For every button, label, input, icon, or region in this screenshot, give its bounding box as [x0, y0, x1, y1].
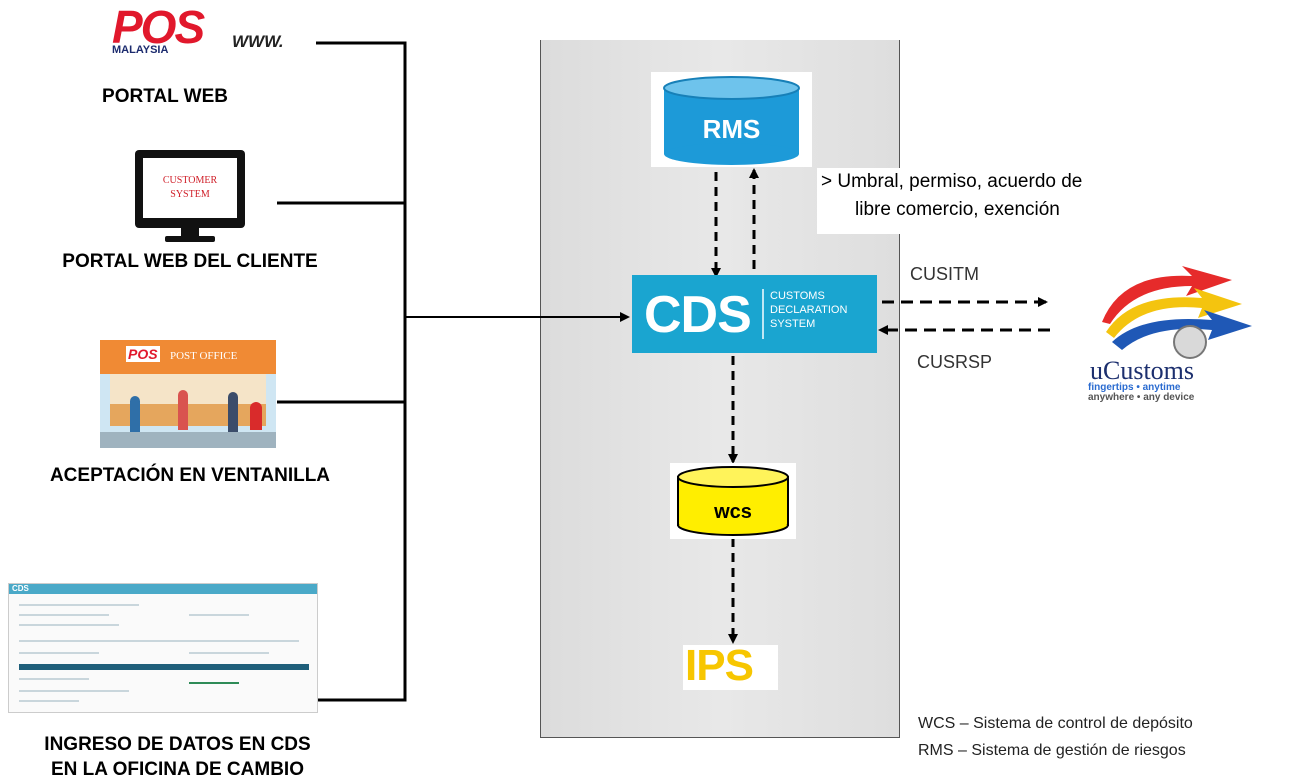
rms-label: RMS	[702, 114, 761, 144]
cds-desc-line1: CUSTOMS	[770, 290, 825, 302]
cusitm-label: CUSITM	[910, 264, 979, 284]
ips-node: IPS	[683, 641, 778, 690]
post-office-brand: POS	[126, 346, 160, 362]
post-office-illustration: POS POST OFFICE	[100, 340, 276, 448]
ucustoms-logo: uCustoms fingertips • anytime anywhere •…	[1082, 262, 1262, 404]
customer-screen-line2: SYSTEM	[170, 189, 210, 200]
pos-logo-text: POS	[112, 1, 205, 53]
www-label: WWW.	[232, 32, 284, 51]
cds-node: CDS CUSTOMS DECLARATION SYSTEM	[632, 275, 877, 353]
cds-screen-brand: CDS	[12, 584, 29, 593]
rms-note-line1: > Umbral, permiso, acuerdo de	[821, 171, 1083, 192]
cusrsp-label: CUSRSP	[917, 352, 993, 372]
cds-screen-thumbnail: CDS	[8, 583, 318, 713]
ucustoms-tagline2: anywhere • any device	[1088, 392, 1195, 403]
legend-rms: RMS – Sistema de gestión de riesgos	[918, 742, 1186, 759]
ips-label: IPS	[685, 641, 754, 690]
cds-entry-caption-line2: EN LA OFICINA DE CAMBIO	[51, 759, 304, 780]
cds-entry-caption-line1: INGRESO DE DATOS EN CDS	[44, 734, 311, 755]
rms-database-icon	[663, 76, 800, 165]
legend-wcs: WCS – Sistema de control de depósito	[918, 715, 1193, 732]
ucustoms-swoosh-icon	[1102, 266, 1252, 359]
wcs-database-icon	[677, 466, 789, 536]
rms-note-line2: libre comercio, exención	[855, 199, 1060, 220]
cds-entry-caption: INGRESO DE DATOS EN CDS EN LA OFICINA DE…	[0, 732, 355, 782]
ucustoms-tagline1: fingertips • anytime	[1088, 382, 1181, 393]
cds-label: CDS	[644, 286, 752, 344]
customer-monitor-icon: CUSTOMER SYSTEM	[135, 150, 245, 242]
customer-screen-line1: CUSTOMER	[162, 175, 218, 186]
post-office-sign: POST OFFICE	[170, 350, 238, 362]
pos-malaysia-logo: POS MALAYSIA	[112, 1, 222, 58]
customer-portal-caption: PORTAL WEB DEL CLIENTE	[62, 251, 318, 272]
ucustoms-name: uCustoms	[1090, 356, 1195, 385]
wcs-label: wcs	[714, 501, 752, 523]
pos-logo-sub: MALAYSIA	[112, 44, 169, 56]
rms-node: RMS	[651, 72, 812, 167]
cds-desc-line3: SYSTEM	[770, 318, 816, 330]
counter-acceptance-caption: ACEPTACIÓN EN VENTANILLA	[49, 465, 331, 486]
wcs-node: wcs	[670, 463, 796, 539]
legend: WCS – Sistema de control de depósito RMS…	[918, 710, 1298, 764]
rms-note: > Umbral, permiso, acuerdo de libre come…	[817, 168, 1153, 234]
cds-desc-line2: DECLARATION	[770, 304, 848, 316]
bus-line	[316, 41, 407, 702]
portal-web-caption: PORTAL WEB	[102, 86, 228, 107]
